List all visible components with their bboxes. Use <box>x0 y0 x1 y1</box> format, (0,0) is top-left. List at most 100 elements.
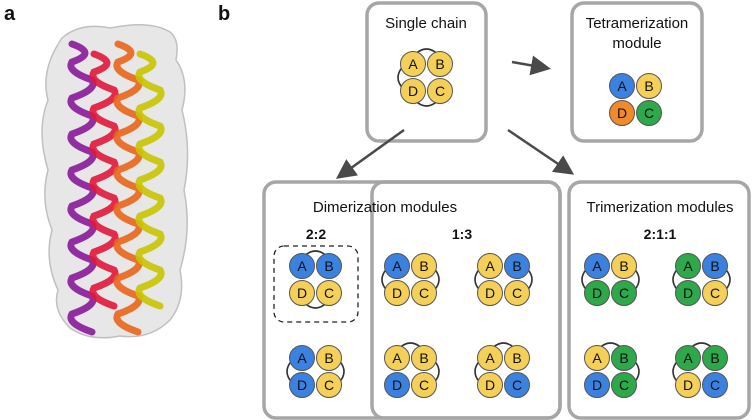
trimerization-label-2-1-1: 2:1:1 <box>644 226 677 242</box>
helix-a-label: A <box>392 258 402 274</box>
helix-c-circle <box>427 78 453 104</box>
helix-b-circle <box>702 253 728 279</box>
helix-b-circle <box>636 73 662 99</box>
panel-label-a: a <box>4 3 16 25</box>
trimerization-title: Trimerization modules <box>587 199 734 216</box>
helix-c-label: C <box>435 83 445 99</box>
helix-d-circle <box>675 280 701 306</box>
arrow-to-trimerization <box>507 128 575 175</box>
helix-b-label: B <box>419 350 428 366</box>
helix-b-circle <box>504 253 530 279</box>
helix-b-circle <box>702 345 728 371</box>
helix-b-label: B <box>419 258 428 274</box>
helix-c-circle <box>316 280 342 306</box>
helix-b-label: B <box>324 258 333 274</box>
helix-b-circle <box>411 345 437 371</box>
helix-c-circle <box>504 372 530 398</box>
helix-a-circle <box>384 345 410 371</box>
dimerization-label-2-2: 2:2 <box>306 226 326 242</box>
helix-b-label: B <box>619 350 628 366</box>
helix-d-circle <box>384 280 410 306</box>
helix-d-label: D <box>485 377 495 393</box>
helix-a-label: A <box>297 258 307 274</box>
helix-c-circle <box>702 280 728 306</box>
helix-a-label: A <box>683 258 693 274</box>
helix-d-label: D <box>392 377 402 393</box>
helix-b-label: B <box>324 350 333 366</box>
helix-c-circle <box>702 372 728 398</box>
module-trimer-d: A B D C <box>672 342 728 398</box>
helix-a-circle <box>477 253 503 279</box>
helix-d-circle <box>289 372 315 398</box>
helix-d-label: D <box>617 105 627 121</box>
helix-c-circle <box>611 280 637 306</box>
helix-d-circle <box>477 372 503 398</box>
helix-ribbon <box>89 50 119 310</box>
helix-a-label: A <box>408 56 418 72</box>
module-dimer-1-3-a: A B D C <box>381 253 440 306</box>
helix-d-label: D <box>592 377 602 393</box>
helix-d-circle <box>477 280 503 306</box>
helix-c-label: C <box>512 285 522 301</box>
helix-a-circle <box>675 345 701 371</box>
helix-c-label: C <box>710 377 720 393</box>
helix-c-label: C <box>619 285 629 301</box>
helix-d-label: D <box>592 285 602 301</box>
helix-c-label: C <box>419 377 429 393</box>
arrow-to-dimerization <box>335 128 405 179</box>
tetramerization-title-line2: module <box>612 35 661 52</box>
helix-c-circle <box>316 372 342 398</box>
helix-a-label: A <box>392 350 402 366</box>
dimerization-label-1-3: 1:3 <box>452 226 472 242</box>
helix-a-circle <box>289 345 315 371</box>
helix-a-label: A <box>485 350 495 366</box>
dimerization-title: Dimerization modules <box>313 199 457 216</box>
helix-c-circle <box>636 100 662 126</box>
helix-b-label: B <box>435 56 444 72</box>
helix-d-label: D <box>392 285 402 301</box>
module-trimer-a: A B D C <box>581 253 640 306</box>
helix-c-circle <box>411 280 437 306</box>
helix-c-circle <box>411 372 437 398</box>
single-chain-box <box>365 1 488 143</box>
helix-d-label: D <box>485 285 495 301</box>
helix-a-label: A <box>297 350 307 366</box>
helix-d-circle <box>584 280 610 306</box>
helix-d-circle <box>289 280 315 306</box>
helix-d-label: D <box>297 285 307 301</box>
helix-b-label: B <box>512 258 521 274</box>
helix-ribbon <box>135 50 165 310</box>
helix-b-label: B <box>710 258 719 274</box>
helix-b-label: B <box>710 350 719 366</box>
helix-c-label: C <box>619 377 629 393</box>
helix-a-label: A <box>592 258 602 274</box>
helix-d-circle <box>675 372 701 398</box>
helix-c-circle <box>504 280 530 306</box>
helix-a-circle <box>400 51 426 77</box>
helix-c-label: C <box>512 377 522 393</box>
helix-b-label: B <box>644 78 653 94</box>
module-dimer-1-3-c: A B D C <box>384 342 440 398</box>
helix-a-circle <box>584 345 610 371</box>
helix-b-circle <box>504 345 530 371</box>
helix-c-label: C <box>644 105 654 121</box>
helix-c-circle <box>611 372 637 398</box>
helix-d-label: D <box>683 377 693 393</box>
helix-a-circle <box>609 73 635 99</box>
panel-label-b: b <box>218 3 230 25</box>
helix-b-circle <box>316 345 342 371</box>
helix-d-circle <box>609 100 635 126</box>
helix-b-label: B <box>619 258 628 274</box>
helix-c-label: C <box>419 285 429 301</box>
module-trimer-c: A B D C <box>584 342 640 398</box>
helix-b-label: B <box>512 350 521 366</box>
helix-a-label: A <box>683 350 693 366</box>
helix-b-circle <box>611 345 637 371</box>
helix-a-circle <box>477 345 503 371</box>
protein-structure-image <box>41 24 189 339</box>
helix-a-label: A <box>592 350 602 366</box>
